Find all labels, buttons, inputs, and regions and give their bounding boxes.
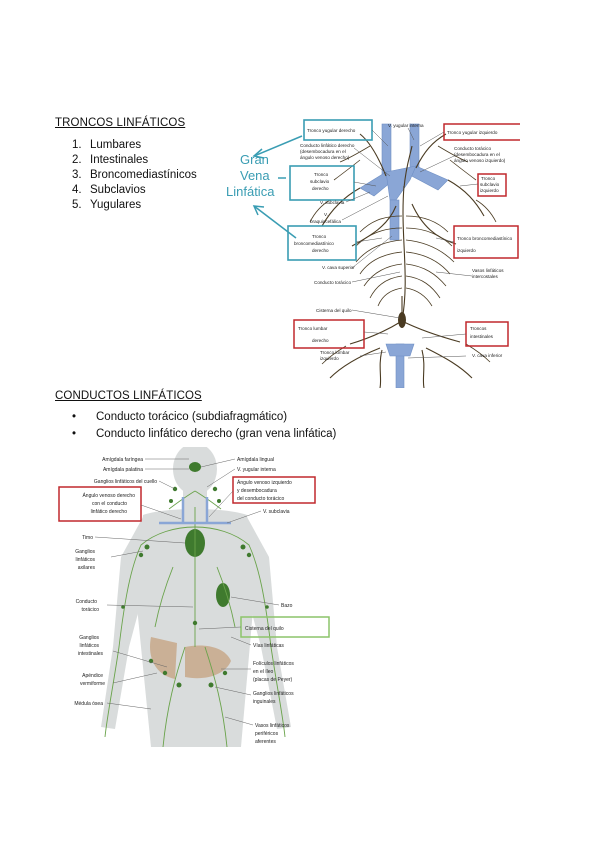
label-amigdala-palatina: Amígdala palatina	[103, 467, 143, 473]
label-v-yugular-interna: V. yugular interna	[237, 467, 276, 473]
label-v-subclavia: V. subclavia	[320, 200, 345, 205]
teal-boxes	[287, 119, 373, 261]
label-ganglios-inguinales-2: inguinales	[253, 699, 276, 705]
label-amigdala-lingual: Amígdala lingual	[237, 457, 274, 463]
label-angulo-izquierdo-2: y desembocadura	[237, 488, 277, 494]
label-angulo-izquierdo-1: Ángulo venoso izquierdo	[237, 479, 292, 486]
label-conducto-toracico-desemb-1: Conducto torácico	[454, 146, 491, 151]
label-foliculos-2: en el íleo	[253, 669, 274, 675]
label-ganglios-inguinales-1: Ganglios linfáticos	[253, 691, 294, 697]
section-heading-troncos: TRONCOS LINFÁTICOS	[55, 117, 186, 129]
label-conducto-toracico-desemb-3: ángulo venoso izquierdo)	[454, 158, 506, 163]
label-v-cava-inferior: V. cava inferior	[472, 353, 503, 358]
label-angulo-derecho-3: linfático derecho	[91, 509, 128, 515]
label-angulo-izquierdo-3: del conducto torácico	[237, 496, 284, 502]
label-conducto-toracico-2: torácico	[81, 607, 99, 613]
label-apendice-2: vermiforme	[80, 681, 105, 687]
leader-lines	[94, 458, 280, 726]
label-v-braquiocefalica-2: braquiocefálica	[310, 219, 341, 224]
list-item: •Conducto linfático derecho (gran vena l…	[72, 428, 337, 440]
troncos-list: 1.Lumbares 2.Intestinales 3.Broncomedias…	[72, 138, 197, 213]
gran-vena-label-3: Linfática	[226, 184, 275, 199]
label-amigdala-faringea: Amígdala faríngea	[102, 457, 143, 463]
label-troncos-intestinales-2: intestinales	[470, 334, 494, 339]
label-v-cava-superior: V. cava superior	[322, 265, 355, 270]
intercostal-vessels	[309, 145, 497, 365]
label-vasos-perifericos-2: periféricos	[255, 731, 279, 737]
list-item: 1.Lumbares	[72, 139, 142, 151]
lymphatic-system-figure: Amígdala faríngea Amígdala palatina Gang…	[55, 447, 340, 750]
label-tronco-lumbar-izquierdo-2: izquierdo	[320, 356, 339, 361]
veins	[359, 123, 449, 388]
list-item: 2.Intestinales	[72, 154, 149, 166]
label-ganglios-axilares-1: Ganglios	[75, 549, 95, 555]
label-tronco-yugular-izquierdo: Tronco yugular izquierdo	[447, 130, 498, 135]
label-conducto-linfatico-derecho-1: Conducto linfático derecho	[300, 143, 355, 148]
label-cisterna-quilo: Cisterna del quilo	[316, 308, 352, 313]
label-ganglios-axilares-3: axilares	[78, 565, 96, 571]
list-item: 3.Broncomediastínicos	[72, 169, 197, 181]
label-cisterna-quilo: Cisterna del quilo	[245, 626, 284, 632]
label-bazo: Bazo	[281, 603, 293, 609]
label-ganglios-cuello: Ganglios linfáticos del cuello	[94, 479, 157, 485]
label-tronco-lumbar-derecho-1: Tronco lumbar	[298, 326, 328, 331]
label-tronco-subclavio-izquierdo-3: izquierdo	[480, 188, 499, 193]
label-foliculos-1: Folículos linfáticos	[253, 661, 294, 667]
gran-vena-label-2: Vena	[240, 168, 270, 183]
label-tronco-subclavio-derecho-3: derecho	[312, 186, 329, 191]
label-vasos-intercostales-1: Vasos linfáticos	[472, 268, 504, 273]
label-conducto-toracico: Conducto torácico	[314, 280, 351, 285]
label-tronco-lumbar-izquierdo-1: Tronco lumbar	[320, 350, 350, 355]
label-v-braquiocefalica-1: V.	[324, 212, 328, 217]
label-conducto-toracico-desemb-2: (desembocadura en el	[454, 152, 500, 157]
veins	[159, 497, 231, 525]
label-v-yugular-interna: V. yugular interna	[388, 123, 424, 128]
lymph-trunks-figure: Gran Vena Linfática	[210, 116, 520, 388]
label-tronco-bronco-izquierdo-2: izquierdo	[457, 248, 476, 253]
label-vasos-perifericos-1: Vasos linfáticos	[255, 723, 290, 729]
label-foliculos-3: (placas de Peyer)	[253, 677, 293, 683]
label-apendice-1: Apéndice	[82, 673, 103, 679]
list-item: 5.Yugulares	[72, 199, 142, 211]
label-vias-linfaticas: Vías linfáticas	[253, 643, 284, 649]
cisterna-shape	[398, 312, 406, 328]
intestines	[150, 637, 231, 679]
label-tronco-bronco-derecho-2: broncomediastínico	[294, 241, 334, 246]
label-tronco-bronco-derecho-1: Tronco	[312, 234, 327, 239]
label-conducto-toracico-1: Conducto	[76, 599, 98, 605]
label-ganglios-intestinales-3: intestinales	[78, 651, 104, 657]
label-tronco-bronco-izquierdo-1: Tronco broncomediastínico	[457, 236, 513, 241]
label-angulo-derecho-1: Ángulo venoso derecho	[82, 492, 135, 499]
label-troncos-intestinales-1: Troncos	[470, 326, 487, 331]
label-angulo-derecho-2: con el conducto	[92, 501, 127, 507]
leader-lines	[341, 127, 479, 359]
label-ganglios-intestinales-1: Ganglios	[79, 635, 99, 641]
label-vasos-perifericos-3: aferentes	[255, 739, 276, 745]
section-heading-conductos: CONDUCTOS LINFÁTICOS	[55, 390, 202, 402]
list-item: •Conducto torácico (subdiafragmático)	[72, 411, 288, 423]
list-item: 4.Subclavios	[72, 184, 146, 196]
label-tronco-subclavio-derecho-1: Tronco	[314, 172, 329, 177]
gran-vena-label-1: Gran	[240, 152, 269, 167]
conductos-list: •Conducto torácico (subdiafragmático) •C…	[68, 409, 336, 443]
label-tronco-subclavio-izquierdo-2: subclavio	[480, 182, 500, 187]
label-tronco-lumbar-derecho-2: derecho	[312, 338, 329, 343]
label-vasos-intercostales-2: intercostales	[472, 274, 498, 279]
label-conducto-linfatico-derecho-2: (desembocadura en el	[300, 149, 346, 154]
lymph-nodes	[121, 486, 269, 688]
label-timo: Timo	[82, 535, 93, 541]
label-ganglios-intestinales-2: linfáticos	[80, 643, 100, 649]
label-tronco-subclavio-izquierdo-1: Tronco	[481, 176, 496, 181]
label-tronco-subclavio-derecho-2: subclavio	[310, 179, 330, 184]
label-v-subclavia: V. subclavia	[263, 509, 290, 515]
label-tronco-yugular-derecho: Tronco yugular derecho	[307, 128, 356, 133]
label-tronco-bronco-derecho-3: derecho	[312, 248, 329, 253]
teal-arrows	[252, 135, 303, 239]
label-medula-osea: Médula ósea	[74, 701, 103, 707]
label-ganglios-axilares-2: linfáticos	[76, 557, 96, 563]
label-conducto-linfatico-derecho-3: ángulo venoso derecho)	[300, 155, 350, 160]
